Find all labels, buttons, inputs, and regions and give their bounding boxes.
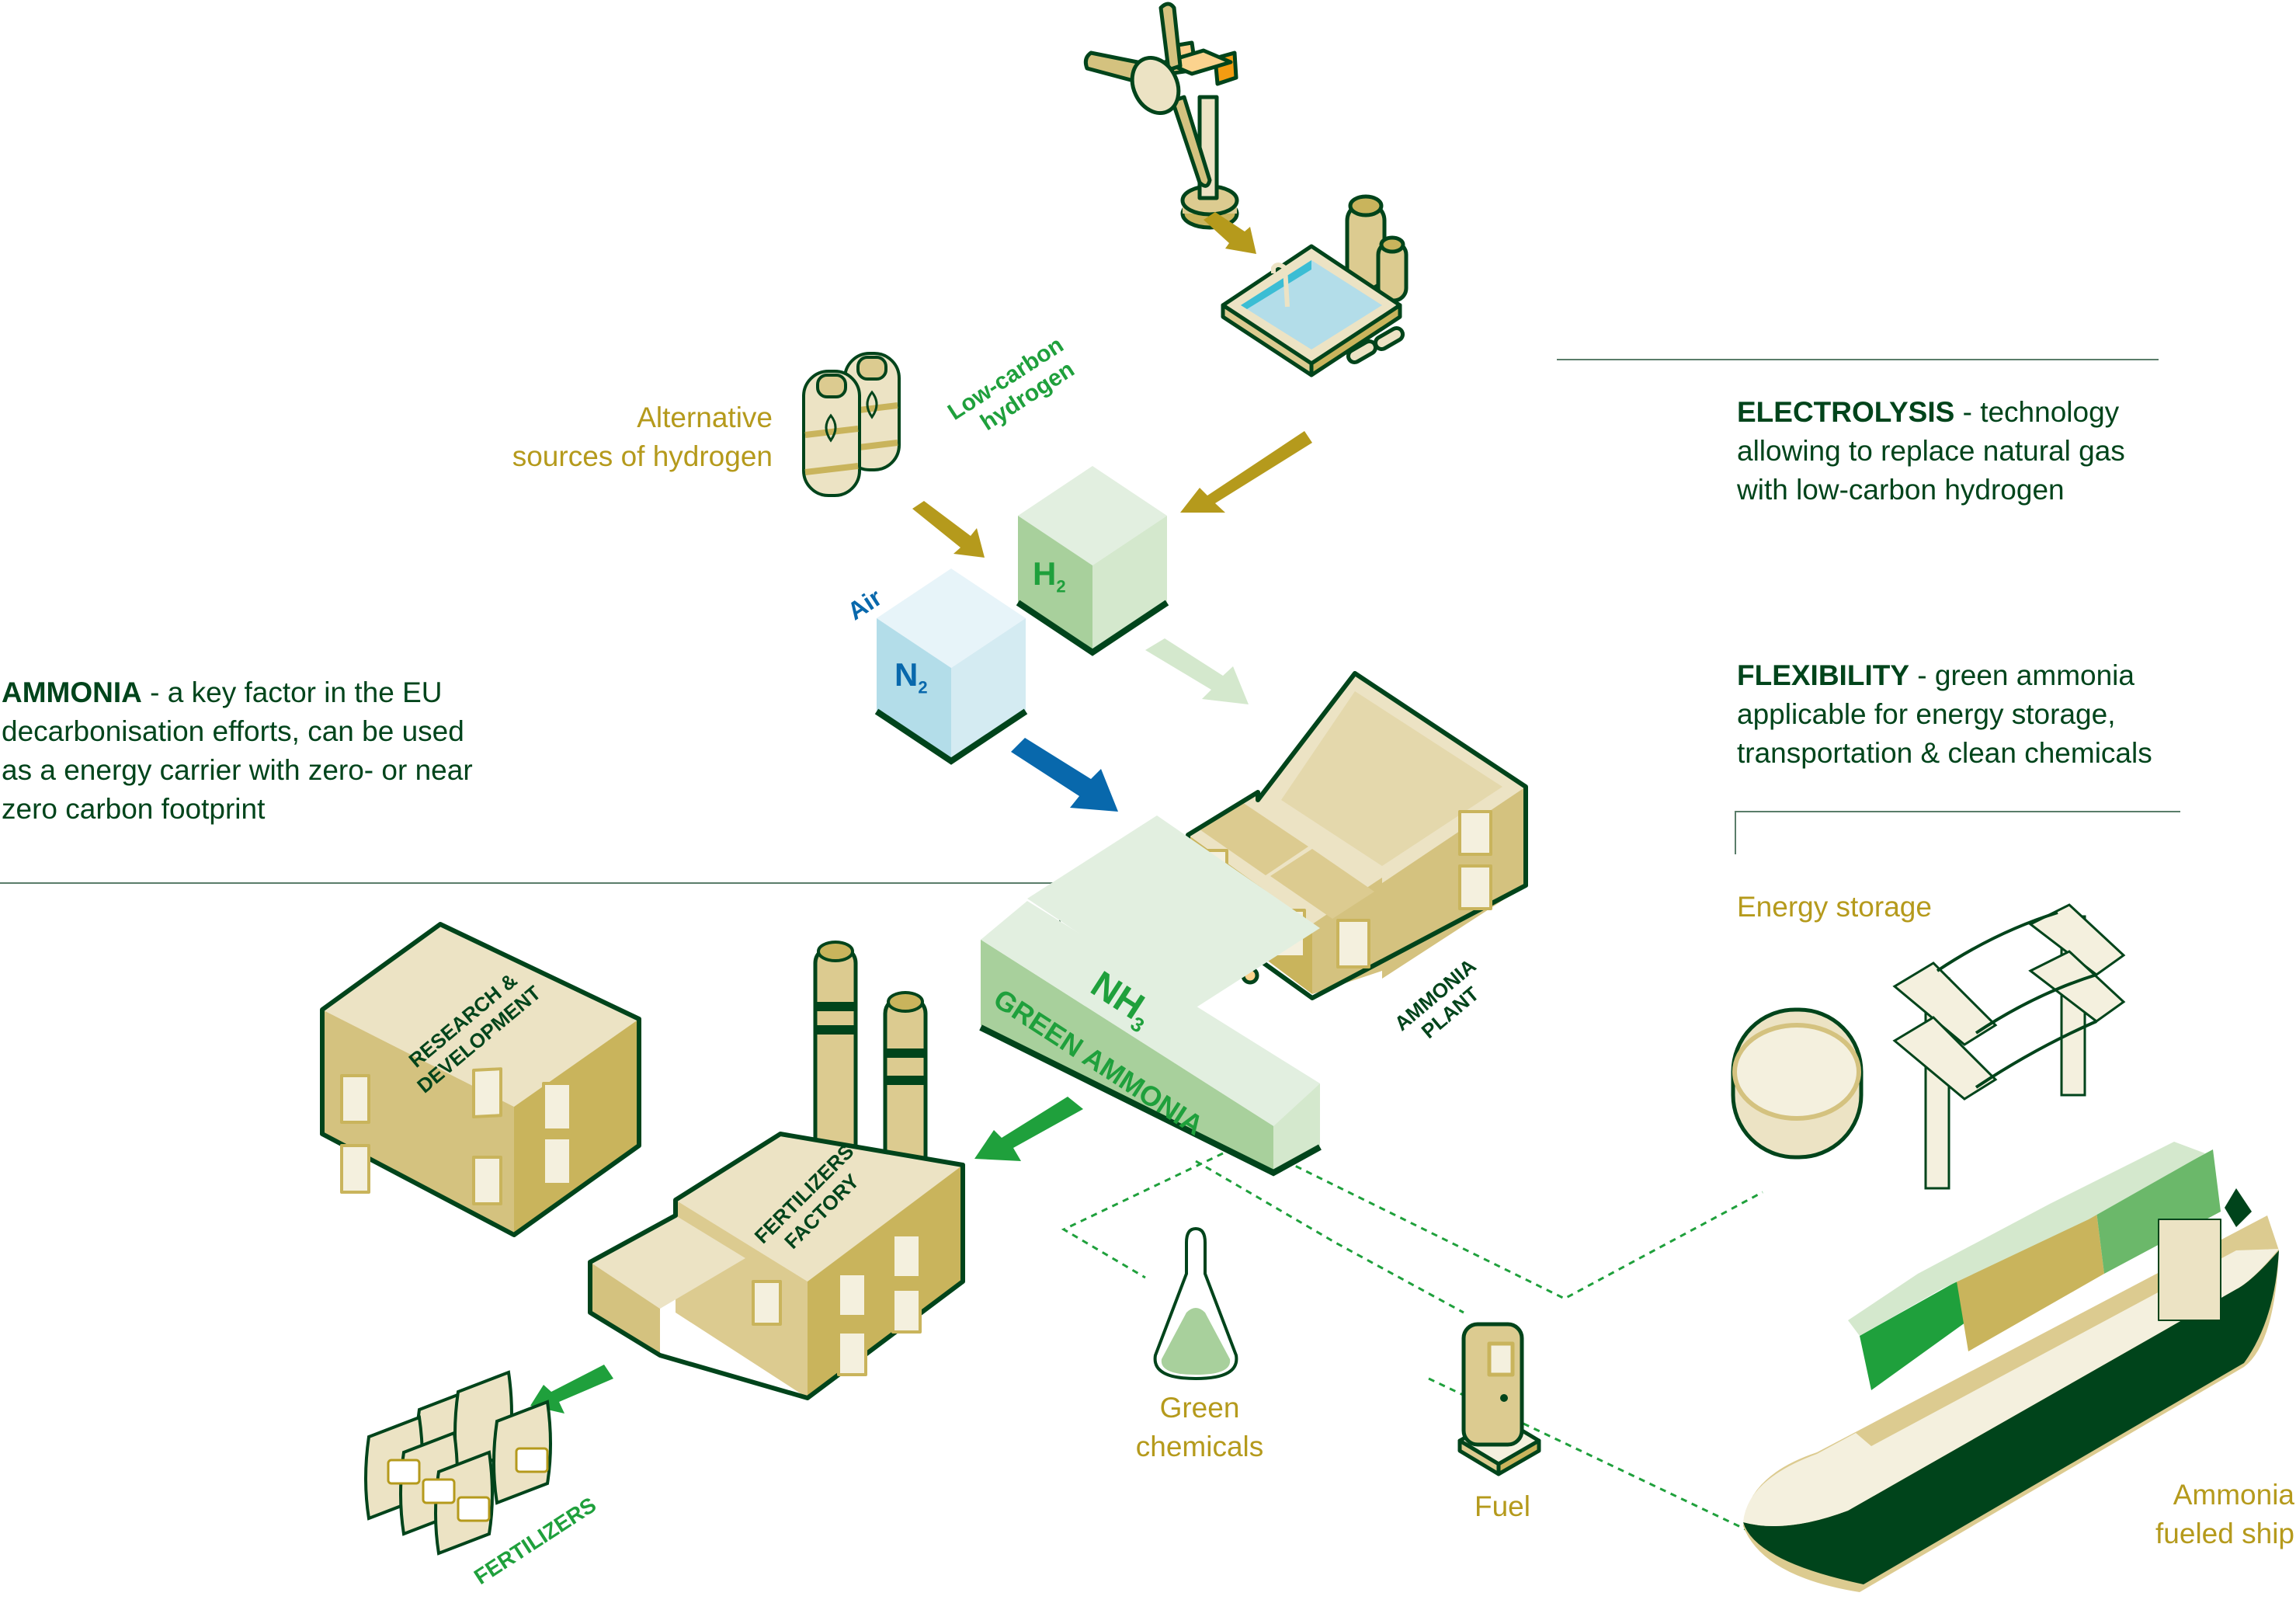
power-pylon-icon [1892,903,2126,1190]
h2-label: H2 [1033,555,1066,596]
ammonia-title: AMMONIA [2,676,142,708]
ammonia-callout: AMMONIA - a key factor in the EU decarbo… [2,673,545,829]
ammonia-line-2: decarbonisation efforts, can be used [2,715,464,747]
ammonia-line-1: - a key factor in the EU [141,676,443,708]
arrow-h2-to-plant [1145,638,1249,704]
dotted-connections [1061,1144,1763,1532]
hydrogen-cylinders-icon [802,352,901,497]
h2-symbol: H [1033,555,1057,592]
ammonia-line-4: zero carbon footprint [2,793,266,825]
arrow-electrolysis-to-h2 [1180,431,1312,513]
green-chemicals-line-1: Green [1159,1392,1240,1424]
ammonia-line-3: as a energy carrier with zero- or near [2,754,473,786]
flexibility-callout: FLEXIBILITY - green ammonia applicable f… [1737,656,2265,773]
ammonia-ship-line-2: fueled ship [2155,1518,2294,1549]
green-chemicals-label: Green chemicals [1103,1389,1297,1466]
green-ammonia-tank [979,815,1322,1177]
flexibility-line-3: transportation & clean chemicals [1737,737,2152,769]
h2-cube [1016,466,1169,656]
electrolyser-icon [1221,194,1409,377]
fertilizers-factory-building [588,941,965,1400]
fuel-pump-icon [1457,1322,1541,1476]
research-development-building [320,922,641,1237]
ammonia-leader-line [0,882,1061,928]
ammonia-ship-icon [1743,1142,2279,1592]
dotted-to-chemicals [1061,1152,1224,1279]
green-chemicals-line-2: chemicals [1135,1431,1264,1462]
arrow-tank-to-factory [974,1097,1083,1161]
n2-symbol: N [894,656,919,693]
n2-cube [874,569,1028,765]
ammonia-ship-label: Ammonia fueled ship [2096,1476,2294,1553]
flask-icon [1153,1226,1238,1381]
wind-turbine-icon [1083,2,1239,230]
fertilizer-bags-icon [364,1370,552,1556]
flexibility-line-1: - green ammonia [1909,659,2134,691]
dotted-to-ship [1428,1377,1748,1532]
ammonia-ship-line-1: Ammonia [2173,1479,2294,1511]
h2-subscript: 2 [1056,576,1066,596]
electrolysis-line-3: with low-carbon hydrogen [1737,474,2065,506]
energy-storage-label: Energy storage [1737,891,1932,923]
arrow-wind-to-electrolysis [1204,212,1256,254]
flexibility-title: FLEXIBILITY [1737,659,1909,691]
alternative-sources-label: Alternative sources of hydrogen [466,398,773,476]
dotted-to-fuel [1195,1160,1464,1314]
electrolysis-line-1: - technology [1954,396,2120,428]
flexibility-leader-line [1735,811,2180,854]
electrolysis-title: ELECTROLYSIS [1737,396,1955,428]
alternative-sources-line-2: sources of hydrogen [512,440,773,472]
arrow-factory-to-fertilizers [530,1365,613,1414]
arrow-n2-to-plant [1011,738,1118,812]
alternative-sources-line-1: Alternative [637,402,773,433]
electrolysis-callout: ELECTROLYSIS - technology allowing to re… [1737,393,2234,509]
electrolysis-line-2: allowing to replace natural gas [1737,435,2125,467]
storage-tank-icon [1731,1007,1864,1160]
flexibility-line-2: applicable for energy storage, [1737,698,2116,730]
n2-label: N2 [894,656,928,697]
fuel-label: Fuel [1475,1490,1530,1522]
dotted-to-energy-storage [1253,1144,1763,1300]
arrow-cylinders-to-h2 [912,501,985,558]
n2-subscript: 2 [918,677,928,697]
